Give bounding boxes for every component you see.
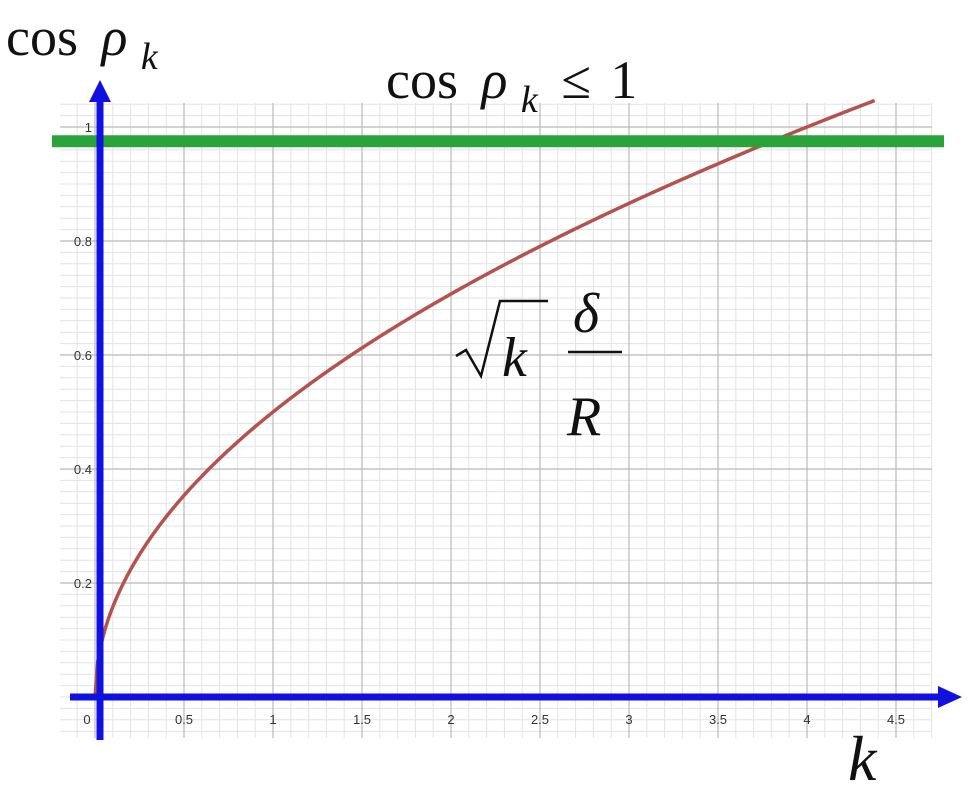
tick-labels: 0 0.5 1 1.5 2 2.5 3 3.5 4 4.5 0.2 0.4 0.6 0.8 1	[74, 120, 905, 727]
x-tick-label: 3	[625, 712, 632, 727]
radical-sign	[455, 299, 548, 380]
x-tick-label: 1	[269, 712, 276, 727]
x-axis-arrowhead	[938, 686, 962, 708]
bound-label-fn: cos	[386, 50, 458, 110]
formula-k: k	[502, 327, 528, 389]
sqrt-curve	[93, 98, 876, 698]
x-tick-label: 4	[803, 712, 810, 727]
y-tick-label: 0.6	[74, 348, 92, 363]
formula-denominator: R	[566, 386, 601, 448]
x-tick-label: 0.5	[175, 712, 193, 727]
x-axis-label: k	[848, 723, 878, 792]
bound-label-rel: ≤	[561, 50, 591, 110]
bound-label-val: 1	[610, 50, 637, 110]
bound-label: cos ρ k ≤ 1	[386, 50, 637, 124]
x-tick-label: 2	[447, 712, 454, 727]
x-tick-label: 4.5	[887, 712, 905, 727]
x-tick-label: 0	[83, 712, 90, 727]
y-axis-label: cos ρ k	[6, 7, 159, 78]
bound-label-rho: ρ	[479, 50, 507, 110]
y-tick-label: 1	[85, 120, 92, 135]
x-tick-label: 3.5	[709, 712, 727, 727]
y-axis-arrowhead	[89, 80, 111, 102]
y-tick-label: 0.4	[74, 462, 92, 477]
curve-formula: k δ R	[455, 283, 622, 448]
x-tick-label: 2.5	[531, 712, 549, 727]
y-tick-label: 0.2	[74, 576, 92, 591]
y-label-fn: cos	[6, 7, 78, 67]
bound-label-sub: k	[521, 79, 539, 121]
y-label-rho: ρ	[99, 7, 127, 67]
y-label-sub: k	[141, 36, 159, 78]
major-grid	[60, 103, 932, 738]
minor-grid	[60, 103, 933, 738]
x-tick-label: 1.5	[353, 712, 371, 727]
formula-numerator: δ	[573, 283, 600, 345]
y-tick-label: 0.8	[74, 234, 92, 249]
